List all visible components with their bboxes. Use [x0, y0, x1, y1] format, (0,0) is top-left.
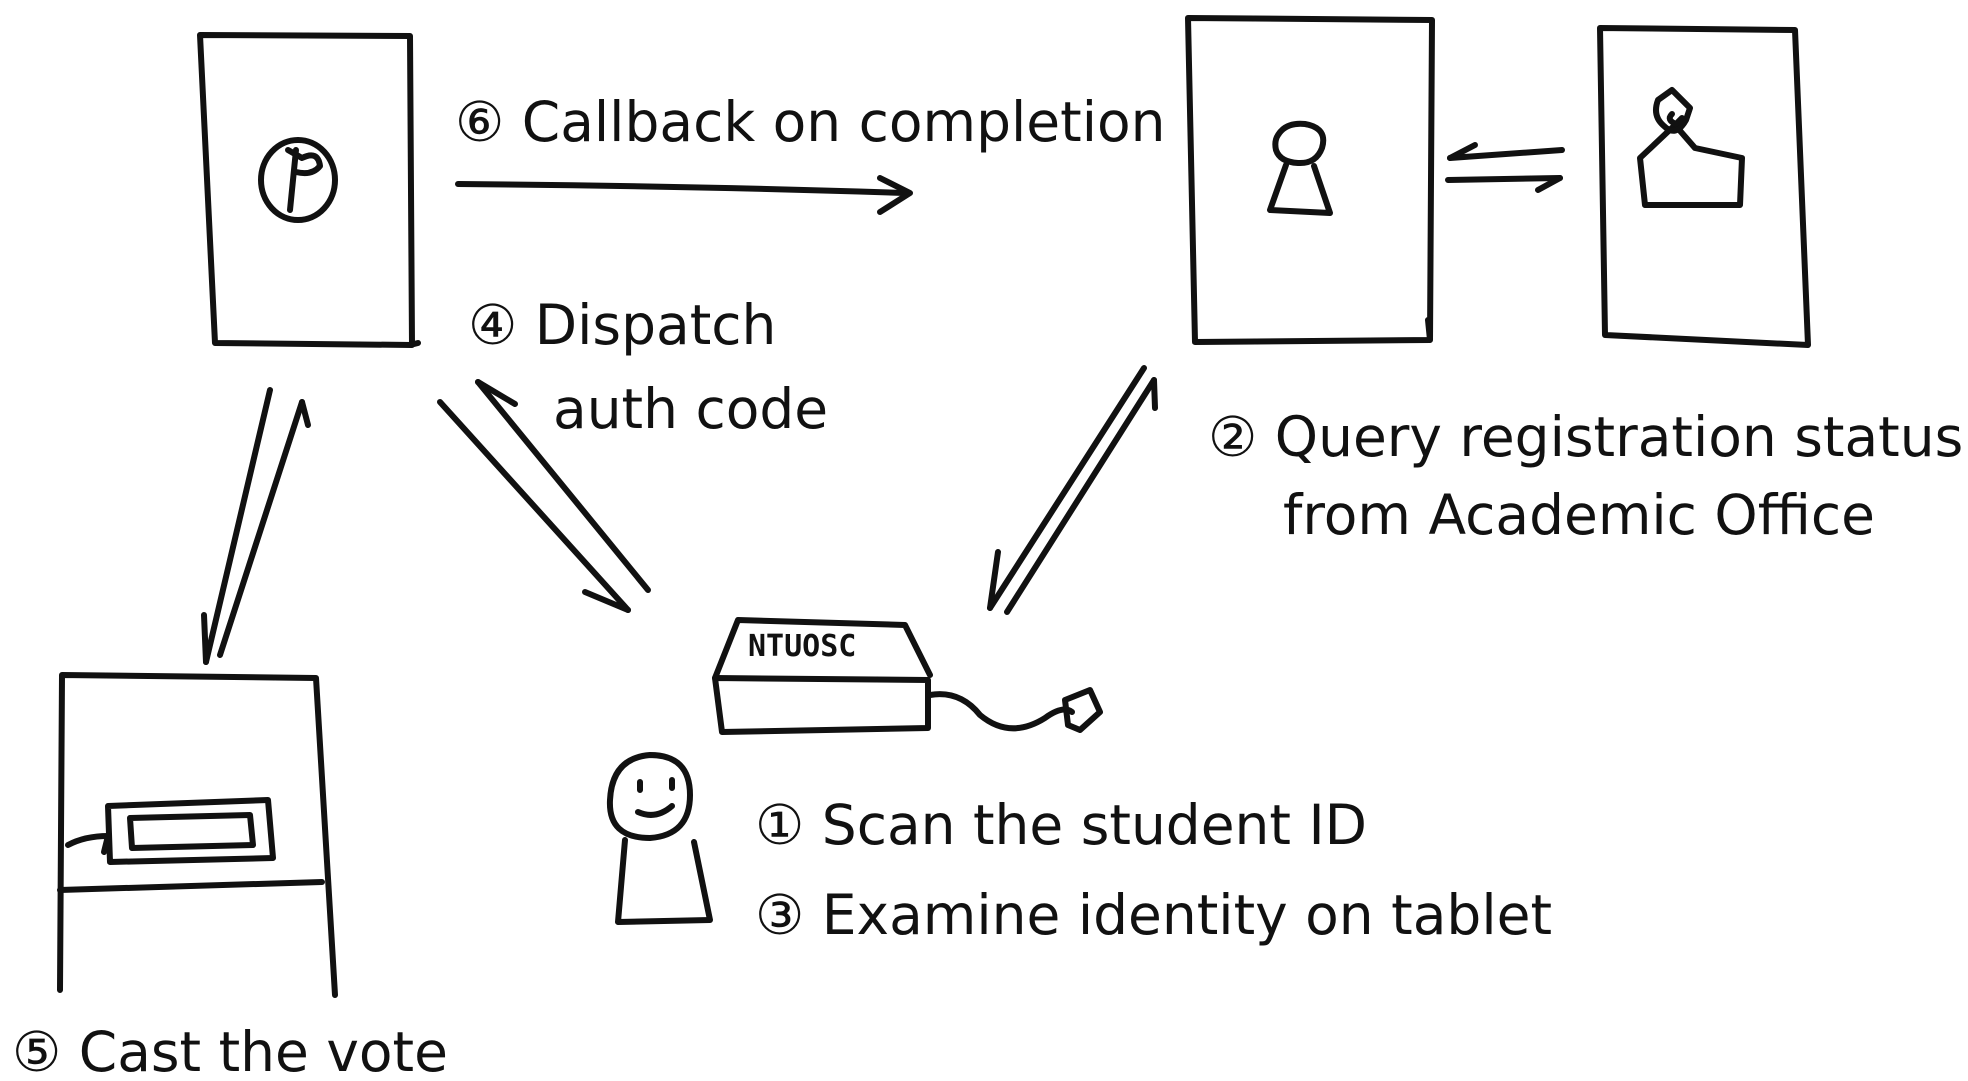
- card-reader-plug: [1062, 687, 1103, 733]
- academic-office: [1597, 25, 1811, 348]
- smiling-person-icon: [606, 752, 713, 925]
- card-reader: [712, 617, 1103, 735]
- label-step-2-line-2: from Academic Office: [1283, 483, 1875, 547]
- auth-server-frame: [1185, 15, 1435, 345]
- label-step-1: ① Scan the student ID: [755, 793, 1368, 857]
- voting-booth-frame: [57, 672, 338, 998]
- vote-server-frame: [197, 32, 421, 348]
- label-step-3: ③ Examine identity on tablet: [755, 883, 1553, 947]
- label-step-4-line-1: ④ Dispatch: [468, 293, 777, 357]
- vote-server: [197, 32, 421, 348]
- card-reader-body: [712, 675, 931, 735]
- tablet-on-desk-icon: [65, 797, 276, 865]
- query-arrows: [1445, 142, 1565, 193]
- voting-booth-desk: [57, 879, 325, 893]
- label-step-4-line-2: auth code: [553, 377, 829, 441]
- label-step-6: ⑥ Callback on completion: [455, 90, 1166, 154]
- card-reader-tag: NTUOSC: [748, 629, 857, 664]
- auth-server: [1185, 15, 1435, 345]
- dispatch-arrows: [437, 379, 651, 613]
- reader-auth-arrows: [987, 365, 1158, 615]
- pie-chart-icon: [258, 137, 338, 223]
- academic-office-frame: [1597, 25, 1811, 348]
- card-reader-cable: [927, 691, 1075, 732]
- label-step-5: ⑤ Cast the vote: [12, 1020, 448, 1081]
- booth-arrows: [201, 387, 311, 665]
- voting-booth: [57, 672, 338, 998]
- person-icon: [1267, 120, 1333, 216]
- label-step-2-line-1: ② Query registration status: [1208, 405, 1964, 469]
- callback-arrow: [455, 175, 913, 215]
- building-clock-icon: [1637, 87, 1745, 208]
- card-reader-top: [712, 617, 933, 681]
